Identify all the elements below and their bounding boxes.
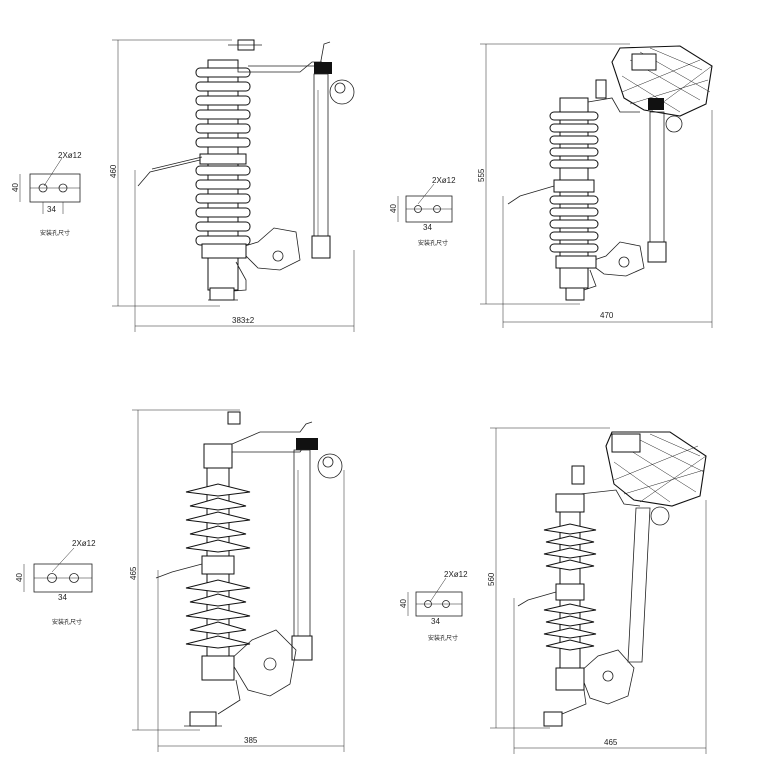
view-bottom-right: 2Xø12 40 34 安装孔尺寸 560 465 [399,427,707,754]
hole-spacing: 34 [423,223,432,232]
view-bottom-left: 2Xø12 40 34 安装孔尺寸 465 385 [15,409,345,752]
hole-label: 2Xø12 [432,176,456,185]
bottom-contact [543,649,635,727]
height-dimension: 465 [129,566,138,580]
hole-detail: 2Xø12 40 34 安装孔尺寸 [399,570,468,642]
fuse-tube [311,73,331,259]
hole-height: 40 [389,204,398,213]
width-dimension: 385 [244,736,258,745]
fuse-tube [627,507,651,663]
hole-height: 40 [399,599,408,608]
bottom-contact [184,629,297,727]
hole-height: 40 [15,573,24,582]
hole-caption: 安装孔尺寸 [428,634,458,642]
polymer-insulator [543,493,597,691]
hole-caption: 安装孔尺寸 [52,618,82,626]
hole-spacing: 34 [431,617,440,626]
view-top-left: 2Xø12 40 34 安装孔尺寸 460 383±2 [11,39,355,332]
arc-chute-cover [611,45,713,133]
polymer-insulator [185,443,251,675]
view-top-right: 2Xø12 40 34 安装孔尺寸 555 470 [389,43,713,328]
hole-detail: 2Xø12 40 34 安装孔尺寸 [11,151,82,237]
height-dimension: 460 [109,164,118,178]
fuse-tube [291,449,313,661]
hole-label: 2Xø12 [58,151,82,160]
hole-label: 2Xø12 [72,539,96,548]
hole-caption: 安装孔尺寸 [418,239,448,247]
hole-caption: 安装孔尺寸 [40,229,70,237]
hole-label: 2Xø12 [444,570,468,579]
hole-spacing: 34 [47,205,56,214]
height-dimension: 555 [477,168,486,182]
bottom-contact [201,227,301,301]
top-contact [228,39,355,105]
hole-spacing: 34 [58,593,67,602]
fuse-tube [647,111,667,263]
hole-detail: 2Xø12 40 34 安装孔尺寸 [389,176,456,247]
hole-height: 40 [11,183,20,192]
top-contact [227,411,343,479]
hole-detail: 2Xø12 40 34 安装孔尺寸 [15,539,96,626]
bottom-contact [555,241,645,301]
width-dimension: 465 [604,738,618,747]
width-dimension: 470 [600,311,614,320]
width-dimension: 383±2 [232,316,255,325]
arc-chute-cover [571,431,707,526]
height-dimension: 560 [487,572,496,586]
